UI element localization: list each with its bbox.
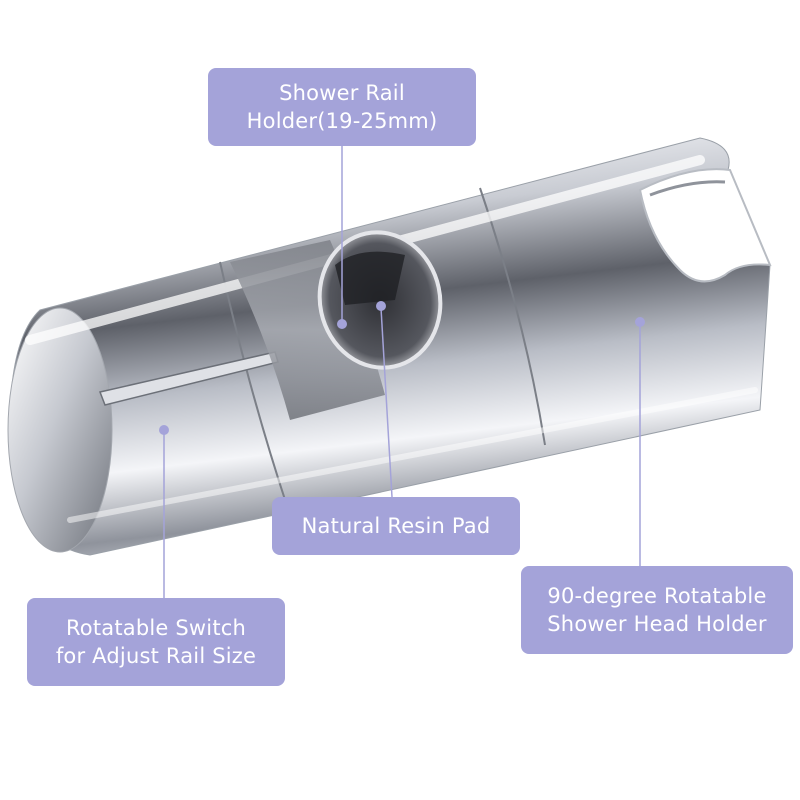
callout-rotatable-switch-line2: for Adjust Rail Size [55,644,257,668]
rail-window [317,230,443,370]
callout-rail-holder-line1: Shower Rail [279,81,405,105]
callout-rotatable-switch: Rotatable Switch for Adjust Rail Size [27,598,285,686]
callout-rail-holder: Shower Rail Holder(19-25mm) [208,68,476,146]
pointer-dot-switch [159,425,169,435]
pointer-dot-rail [337,319,347,329]
callout-rotatable-switch-line1: Rotatable Switch [65,616,247,640]
pointer-dot-head [635,317,645,327]
callout-head-holder-line2: Shower Head Holder [547,612,767,636]
callout-resin-pad-line1: Natural Resin Pad [301,514,491,538]
callout-resin-pad: Natural Resin Pad [272,497,520,555]
callout-head-holder: 90-degree Rotatable Shower Head Holder [521,566,793,654]
pointer-dot-resin [376,301,386,311]
head-holder-cutout [638,168,772,283]
callout-head-holder-line1: 90-degree Rotatable [547,584,767,608]
leader-lines [159,146,645,598]
callout-rail-holder-line2: Holder(19-25mm) [246,109,438,133]
